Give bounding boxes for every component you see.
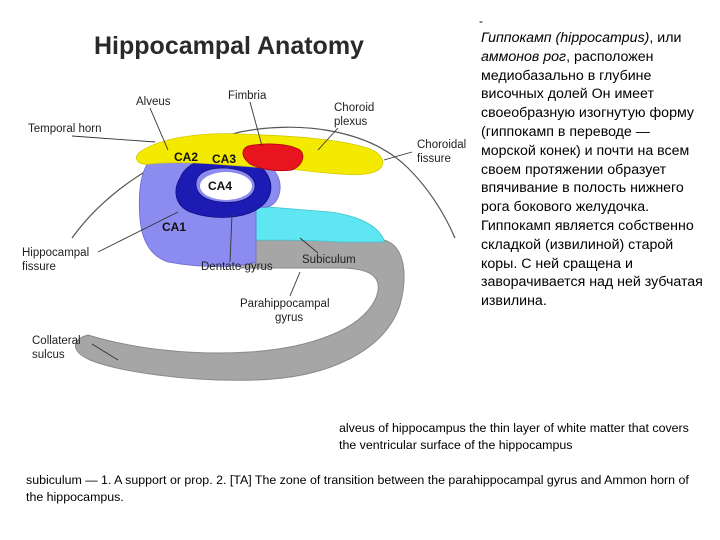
label-ca3: CA3: [212, 152, 236, 166]
leader-hippocampal-fissure: [97, 211, 179, 253]
temporal-horn-outline: [71, 126, 456, 239]
label-choroidal-fissure-line1: Choroidal: [417, 139, 466, 151]
label-collateral-sulcus-line2: sulcus: [32, 349, 65, 361]
russian-synonym: аммонов рог: [481, 48, 567, 65]
label-hippocampal-fissure-line2: fissure: [22, 261, 56, 273]
label-parahippocampal-gyrus-line1: Parahippocampal: [240, 298, 330, 310]
label-ca2: CA2: [174, 150, 198, 164]
diagram-title: Hippocampal Anatomy: [94, 32, 364, 60]
label-ca1: CA1: [162, 220, 186, 234]
leader-temporal-horn: [71, 135, 156, 143]
label-choroidal-fissure-line2: fissure: [417, 153, 451, 165]
definition-subiculum: subiculum — 1. A support or prop. 2. [TA…: [26, 473, 689, 504]
leader-subiculum: [299, 237, 319, 254]
label-temporal-horn: Temporal horn: [28, 123, 102, 135]
label-parahippocampal-gyrus-line2: gyrus: [275, 312, 303, 324]
russian-term: Гиппокамп (hippocampus): [481, 30, 650, 46]
leader-collateral-sulcus: [91, 343, 119, 361]
russian-body: , расположен медиобазально в глубине вис…: [481, 48, 703, 310]
label-fimbria: Fimbria: [228, 90, 267, 102]
leader-parahippocampal-gyrus: [289, 271, 301, 297]
hippocampal-anatomy-diagram: Hippocampal Anatomy Alveus Fimbria Choro…: [22, 32, 466, 381]
leader-alveus: [149, 107, 169, 151]
label-collateral-sulcus-line1: Collateral: [32, 335, 81, 347]
leader-dentate-gyrus: [229, 213, 233, 263]
label-choroid-plexus-line2: plexus: [334, 116, 367, 128]
definition-alveus: alveus of hippocampus the thin layer of …: [339, 421, 689, 452]
leader-choroid-plexus: [317, 127, 339, 151]
russian-separator: , или: [649, 30, 682, 46]
label-ca4: CA4: [208, 179, 232, 193]
label-subiculum: Subiculum: [302, 254, 356, 266]
label-hippocampal-fissure-line1: Hippocampal: [22, 247, 89, 259]
parahippocampal-gyrus-shape: [75, 239, 405, 381]
subiculum-shape: [255, 205, 385, 243]
label-choroid-plexus-line1: Choroid: [334, 102, 374, 114]
label-dentate-gyrus: Dentate gyrus: [201, 261, 273, 273]
dash-mark: -: [479, 14, 483, 28]
fimbria-shape: [242, 143, 304, 172]
hippocampal-cavity: [200, 172, 252, 200]
label-alveus: Alveus: [136, 96, 171, 108]
russian-description: Гиппокамп (hippocampus), или аммонов рог…: [481, 29, 706, 311]
leader-choroidal-fissure: [383, 151, 413, 161]
leader-fimbria: [249, 101, 263, 147]
